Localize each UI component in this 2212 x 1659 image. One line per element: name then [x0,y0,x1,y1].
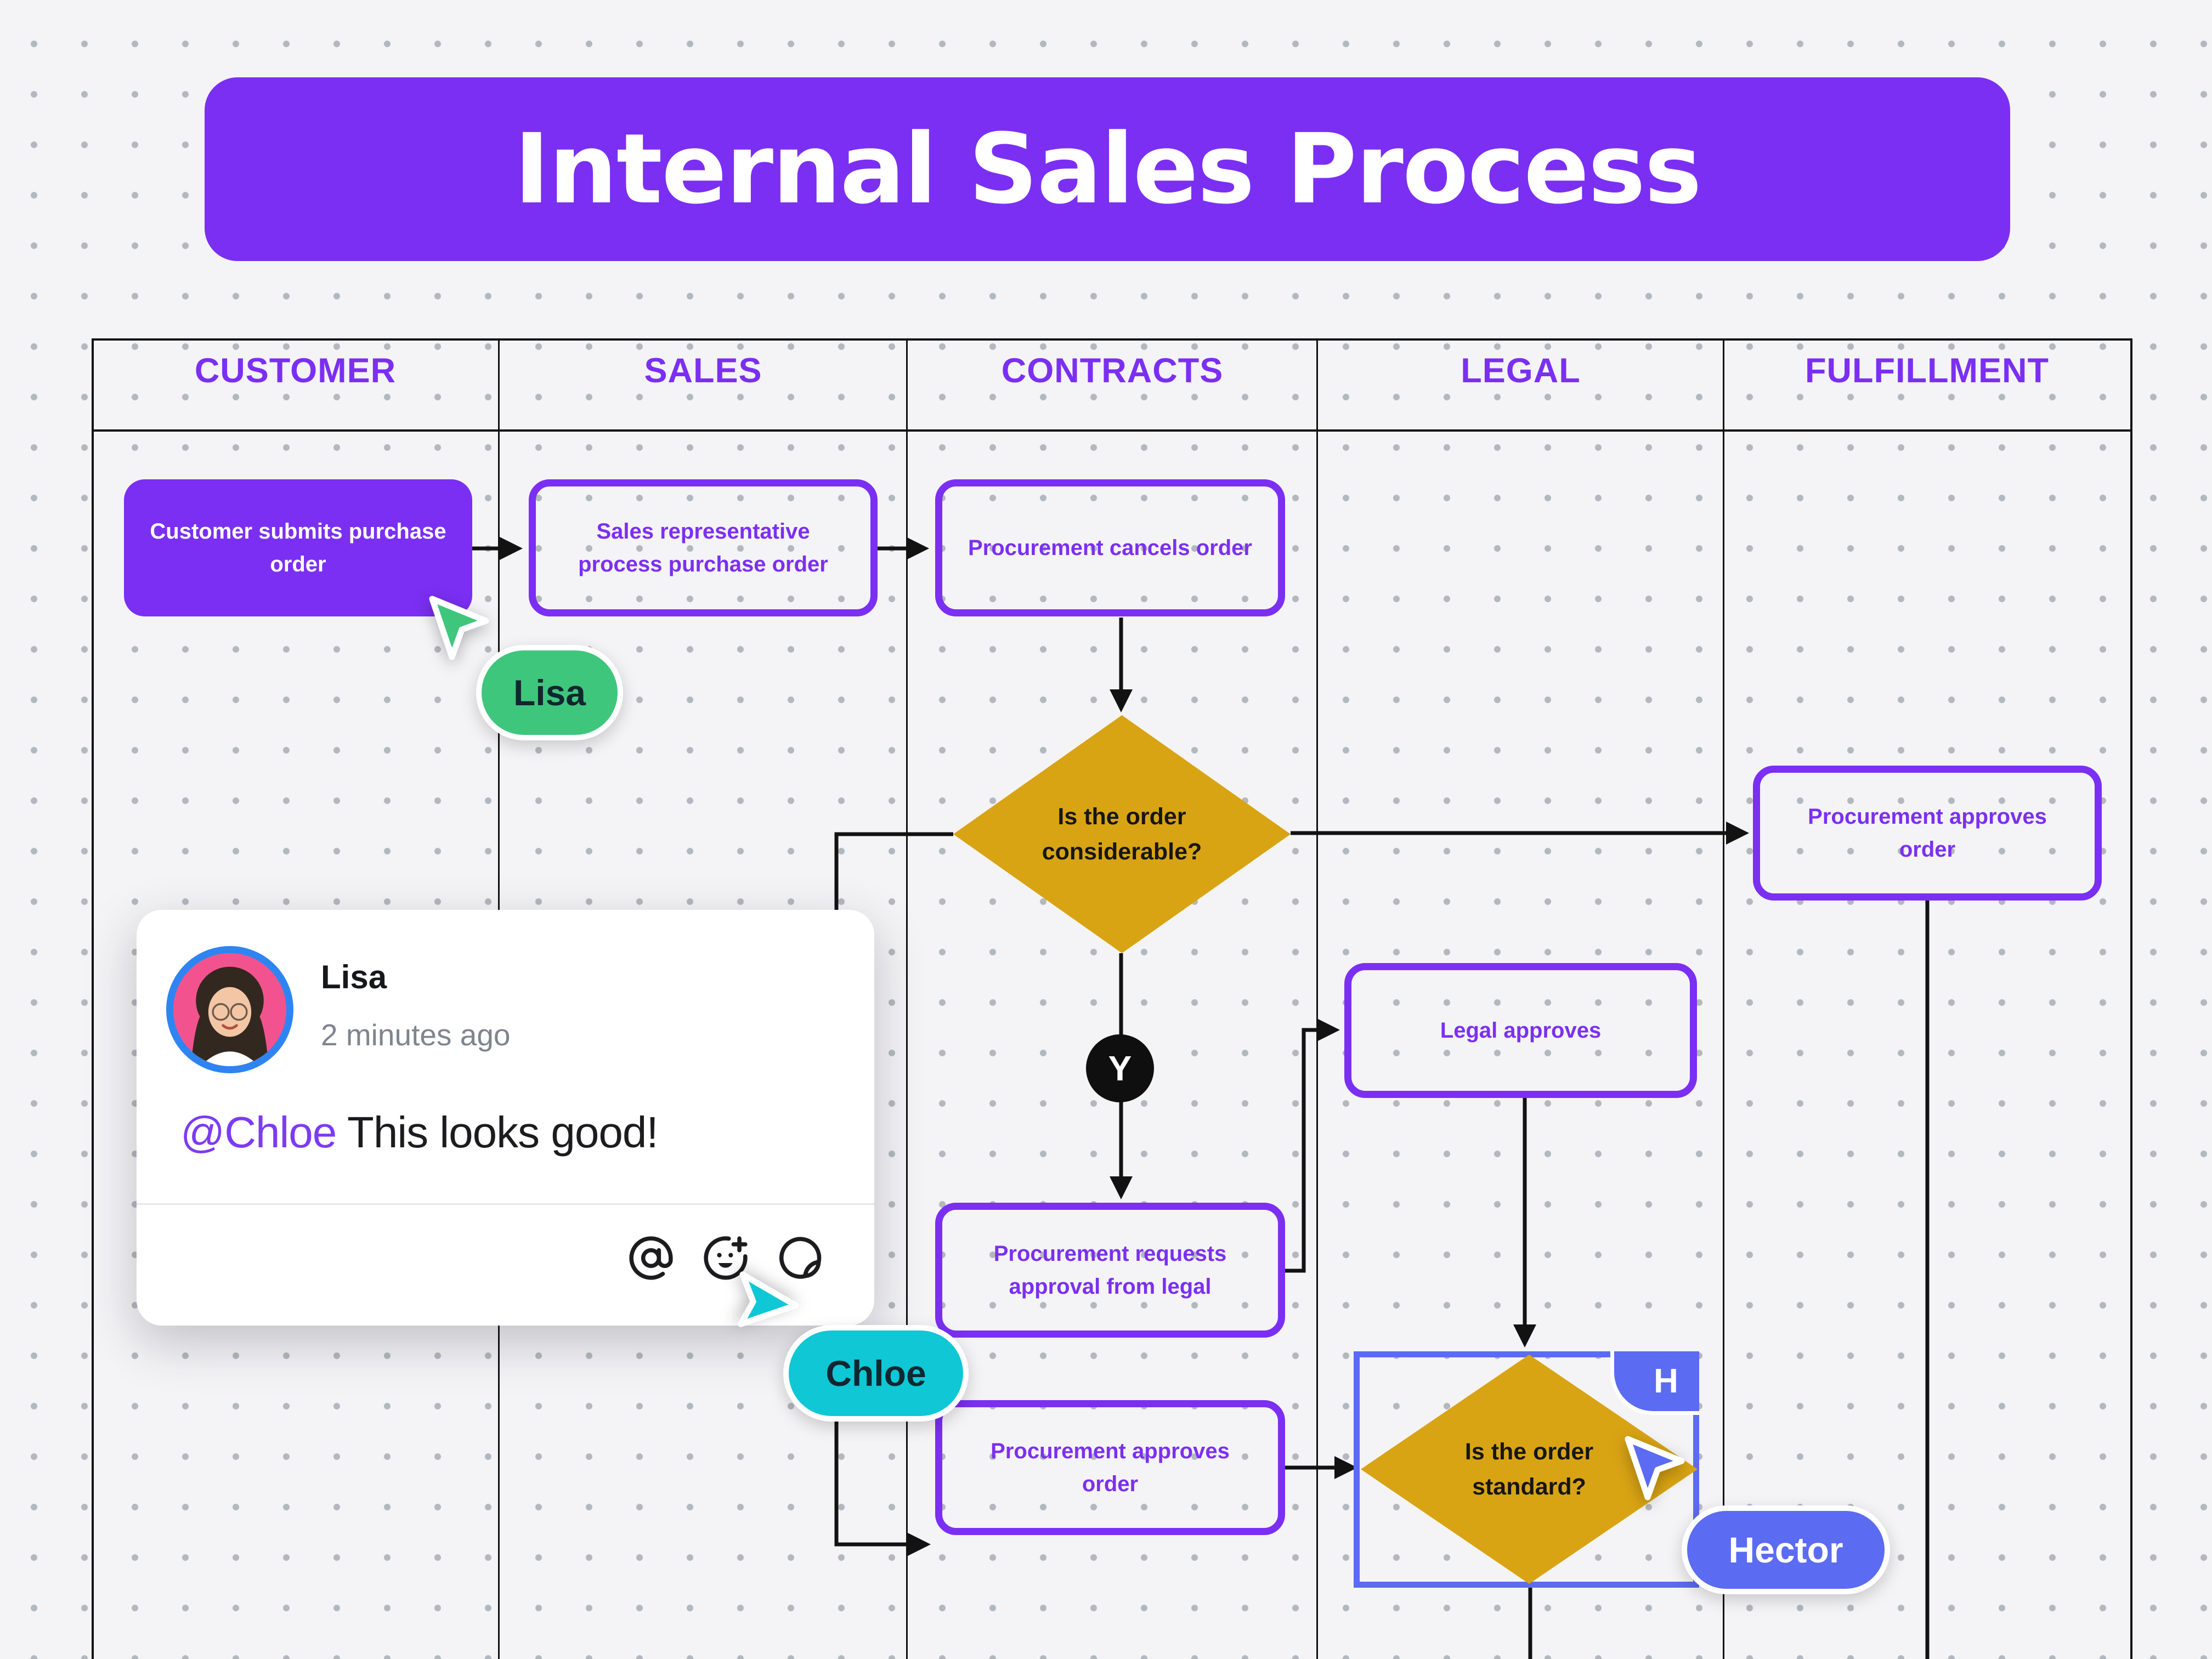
chloe-cursor-icon [738,1271,799,1327]
node-procurement-approves-order-fulfillment[interactable]: Procurement approves order [1753,766,2102,901]
lane-border-sales-contracts [906,338,908,1659]
comment-message: @Chloe This looks good! [180,1107,659,1158]
lane-border-legal-fulfillment [1723,338,1724,1659]
comment-divider [137,1203,874,1205]
node-customer-submits-order[interactable]: Customer submits purchase order [124,479,472,616]
connector-yes-badge[interactable]: Y [1086,1034,1154,1102]
comment-timestamp: 2 minutes ago [321,1018,511,1052]
comment-author: Lisa [321,959,387,995]
comment-toolbar [627,1235,824,1282]
node-procurement-cancels-order[interactable]: Procurement cancels order [935,479,1285,616]
mention-icon[interactable] [627,1235,675,1282]
comment-text: This looks good! [336,1108,659,1157]
lane-header-legal[interactable]: LEGAL [1461,352,1581,390]
sticker-icon[interactable] [777,1235,824,1282]
table-left-border [92,338,94,1659]
node-sales-rep-process-order[interactable]: Sales representative process purchase or… [529,479,878,616]
add-emoji-icon[interactable] [702,1235,749,1282]
chloe-cursor-label: Chloe [783,1325,969,1422]
lane-header-sales[interactable]: SALES [644,352,762,390]
avatar [166,946,293,1073]
table-top-border [92,338,2132,341]
node-procurement-requests-legal-approval[interactable]: Procurement requests approval from legal [935,1203,1285,1338]
node-legal-approves[interactable]: Legal approves [1344,963,1697,1098]
lane-header-customer[interactable]: CUSTOMER [194,352,397,390]
lane-border-contracts-legal [1316,338,1318,1659]
hector-cursor-label: Hector [1682,1505,1890,1594]
comment-card[interactable]: Lisa 2 minutes ago @Chloe This looks goo… [137,910,874,1326]
lane-header-fulfillment[interactable]: FULFILLMENT [1805,352,2049,390]
node-procurement-approves-order-contracts[interactable]: Procurement approves order [935,1400,1285,1535]
table-right-border [2130,338,2132,1659]
table-header-separator [92,429,2132,432]
comment-mention[interactable]: @Chloe [180,1108,337,1157]
hector-cursor-icon [1625,1436,1685,1501]
page-title[interactable]: Internal Sales Process [205,77,2010,261]
selection-user-initial-badge: H [1610,1351,1699,1415]
lane-header-contracts[interactable]: CONTRACTS [1001,352,1224,390]
lisa-cursor-label: Lisa [476,645,623,740]
lisa-cursor-icon [429,596,489,660]
